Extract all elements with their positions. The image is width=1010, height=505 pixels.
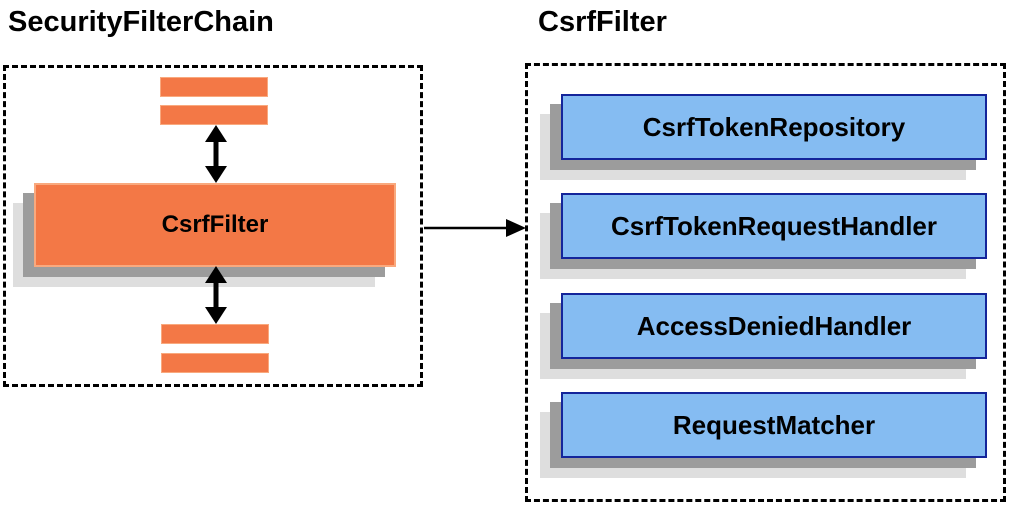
filter-bar bbox=[161, 353, 269, 373]
csrf-token-request-handler-box: CsrfTokenRequestHandler bbox=[561, 193, 987, 259]
security-filter-chain-container bbox=[3, 65, 423, 387]
csrf-filter-detail-container bbox=[525, 63, 1006, 502]
filter-bar bbox=[161, 324, 269, 344]
access-denied-handler-box: AccessDeniedHandler bbox=[561, 293, 987, 359]
right-panel-title: CsrfFilter bbox=[538, 6, 667, 38]
up-down-arrow-icon bbox=[205, 125, 227, 183]
csrf-token-repository-box: CsrfTokenRepository bbox=[561, 94, 987, 160]
component-label: AccessDeniedHandler bbox=[636, 310, 912, 341]
request-matcher-box: RequestMatcher bbox=[561, 392, 987, 458]
filter-bar bbox=[160, 105, 268, 125]
left-panel-title: SecurityFilterChain bbox=[8, 6, 274, 38]
component-label: CsrfTokenRequestHandler bbox=[610, 210, 938, 241]
up-down-arrow-icon bbox=[205, 266, 227, 324]
csrf-filter-label: CsrfFilter bbox=[161, 211, 269, 238]
component-label: RequestMatcher bbox=[672, 409, 876, 440]
filter-bar bbox=[160, 77, 268, 97]
right-arrow-icon bbox=[424, 219, 526, 237]
component-label: CsrfTokenRepository bbox=[642, 111, 906, 142]
csrf-filter-box: CsrfFilter bbox=[34, 183, 396, 267]
